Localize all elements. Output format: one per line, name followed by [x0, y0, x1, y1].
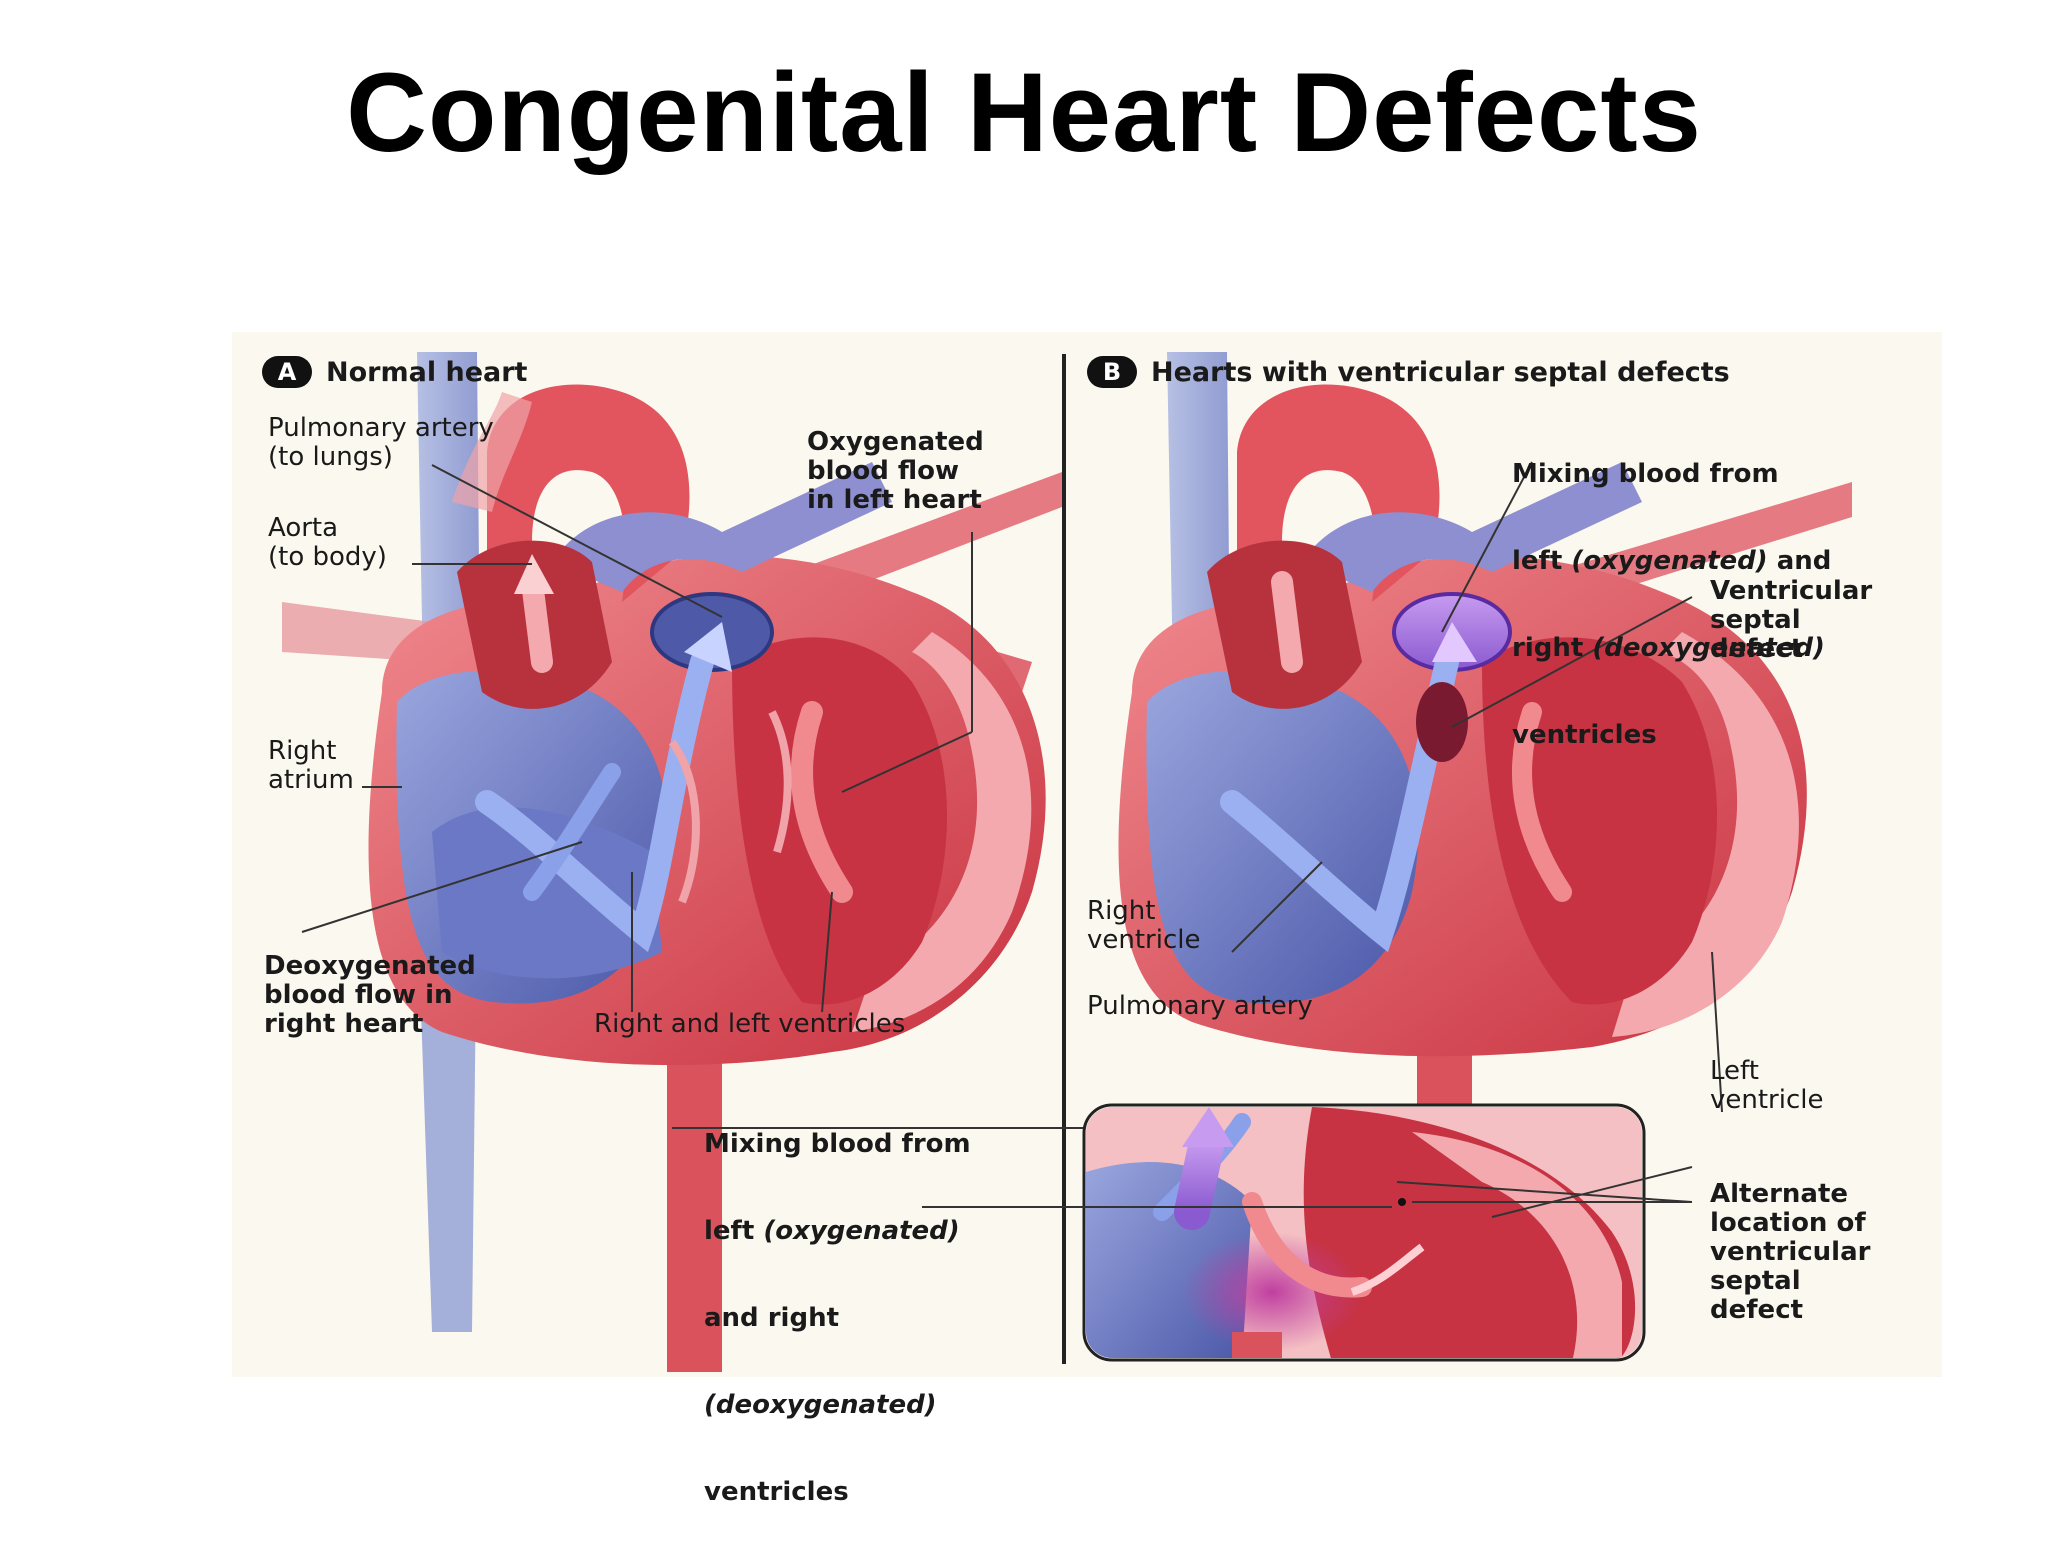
- mixing-bottom-line2: left (oxygenated): [704, 1217, 971, 1246]
- label-pulmonary-artery-b: Pulmonary artery: [1087, 991, 1313, 1021]
- mixing-bottom-line5: ventricles: [704, 1477, 849, 1507]
- panel-a-title: Normal heart: [326, 356, 528, 388]
- heart-illustrations: [282, 352, 1852, 1372]
- normal-heart-illustration: [282, 352, 1162, 1372]
- mixing-top-line4: ventricles: [1512, 720, 1657, 750]
- mixing-top-right: right: [1512, 633, 1593, 663]
- heart-diagram-figure: A Normal heart B Hearts with ventricular…: [232, 332, 1942, 1507]
- label-pulmonary-artery-a: Pulmonary artery (to lungs): [268, 413, 494, 472]
- mixing-top-line2: left (oxygenated) and: [1512, 547, 1831, 576]
- label-alternate-vsd-location: Alternate location of ventricular septal…: [1710, 1179, 1871, 1325]
- mixing-bottom-deoxygenated: (deoxygenated): [704, 1390, 937, 1420]
- label-right-atrium: Right atrium: [268, 736, 354, 795]
- label-deoxygenated-flow: Deoxygenated blood flow in right heart: [264, 951, 476, 1039]
- panel-b-badge: B: [1087, 356, 1137, 388]
- mixing-top-line1: Mixing blood from: [1512, 459, 1779, 489]
- mixing-top-line3: right (deoxygenated): [1512, 634, 1831, 663]
- label-mixing-blood-top: Mixing blood from left (oxygenated) and …: [1512, 402, 1831, 808]
- label-aorta: Aorta (to body): [268, 513, 387, 572]
- label-right-ventricle: Right ventricle: [1087, 896, 1201, 955]
- panel-a-badge: A: [262, 356, 312, 388]
- mixing-bottom-oxygenated: (oxygenated): [763, 1216, 960, 1246]
- label-mixing-blood-bottom: Mixing blood from left (oxygenated) and …: [704, 1072, 971, 1565]
- label-left-ventricle: Left ventricle: [1710, 1056, 1824, 1115]
- mixing-top-deoxygenated: (deoxygenated): [1592, 633, 1825, 663]
- panel-a-heading: A Normal heart: [262, 356, 527, 388]
- mixing-bottom-line3: and right: [704, 1303, 840, 1333]
- panel-b-heading: B Hearts with ventricular septal defects: [1087, 356, 1730, 388]
- label-oxygenated-flow: Oxygenated blood flow in left heart: [807, 427, 984, 515]
- mixing-bottom-left: left: [704, 1216, 764, 1246]
- mixing-top-oxygenated: (oxygenated): [1571, 546, 1768, 576]
- mixing-bottom-line1: Mixing blood from: [704, 1129, 971, 1159]
- mixing-top-left: left: [1512, 546, 1572, 576]
- alternate-vsd-inset: [922, 1103, 1693, 1362]
- vsd-heart-illustration: [922, 352, 1852, 1362]
- label-ventricular-septal-defect: Ventricular septal defect: [1710, 576, 1873, 664]
- slide-title: Congenital Heart Defects: [346, 50, 1702, 175]
- mixing-top-and: and: [1767, 546, 1832, 576]
- panel-b-title: Hearts with ventricular septal defects: [1151, 356, 1730, 388]
- label-right-left-ventricles: Right and left ventricles: [594, 1009, 906, 1039]
